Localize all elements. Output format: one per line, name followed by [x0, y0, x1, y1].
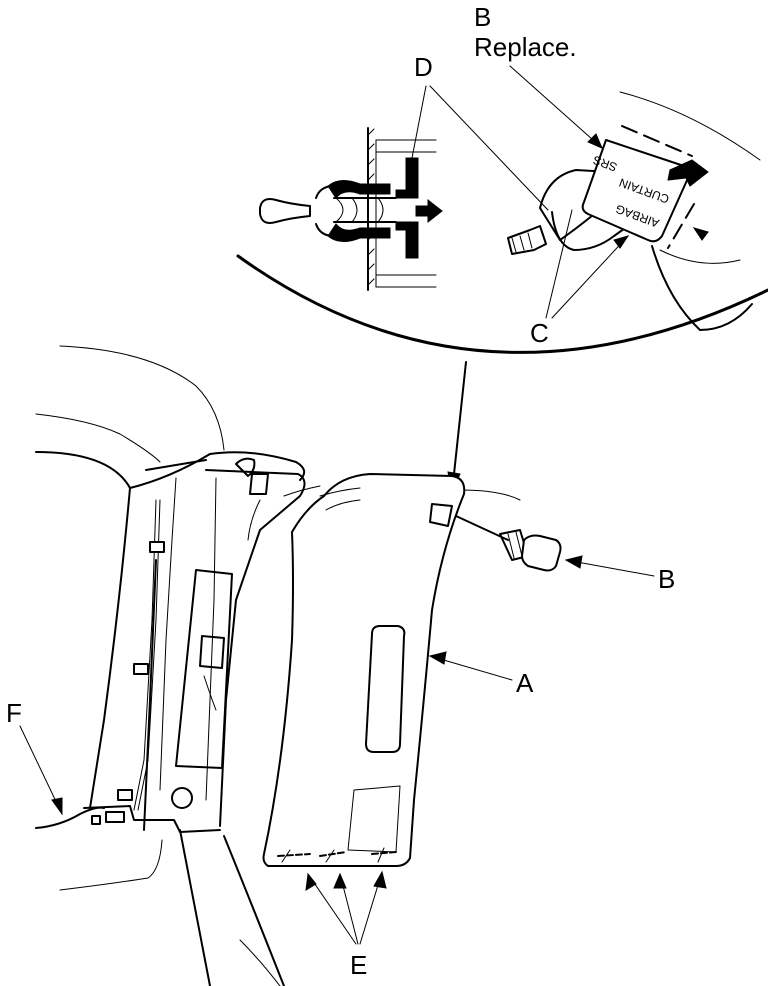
lift-arrow: [667, 159, 709, 187]
label-b: B: [658, 564, 675, 594]
label-a: A: [516, 668, 534, 698]
detail-pointer-arrow: [447, 361, 467, 494]
wire-harness: [133, 499, 157, 811]
clip-slot: [429, 503, 453, 527]
trim-panel-window: [365, 625, 406, 753]
label-b-callout-note: Replace.: [474, 32, 577, 62]
pillar-inner-edge: [205, 469, 306, 827]
clip-b-part: [455, 515, 562, 572]
seatbelt-anchor: [199, 635, 225, 669]
pillar-hole: [171, 787, 193, 809]
clip-lower-tab: [395, 221, 419, 259]
bottom-hooks: [277, 851, 397, 857]
clip-cross-section: [259, 127, 443, 291]
pillar-opening: [175, 569, 233, 769]
clip-upper-tab: [395, 157, 419, 199]
label-b-callout-letter: B: [474, 2, 491, 32]
label-c: C: [530, 318, 549, 348]
vehicle-body: [35, 345, 521, 986]
detail-circle-arc: [236, 254, 768, 354]
label-d: D: [414, 52, 433, 82]
pillar-trim-panel: [262, 473, 466, 867]
pull-direction-arrow: [415, 198, 443, 224]
detail-inset: [236, 91, 768, 354]
detail-background-line: [619, 91, 761, 161]
trim-tool-tip: [259, 198, 311, 224]
label-f: F: [6, 698, 22, 728]
tab-arrow: [692, 227, 709, 241]
roof-line: [59, 345, 225, 451]
door-frame-top: [35, 451, 306, 489]
main-leaders: [19, 555, 655, 945]
trim-panel-a: [262, 473, 466, 867]
door-frame-edge: [89, 487, 131, 809]
headliner-line: [35, 413, 161, 463]
pillar-outer-edge: [143, 459, 207, 831]
detail-leaders: [411, 65, 630, 319]
label-e: E: [350, 950, 367, 980]
clip-with-tag: SRS CURTAIN AIRBAG: [507, 125, 753, 331]
